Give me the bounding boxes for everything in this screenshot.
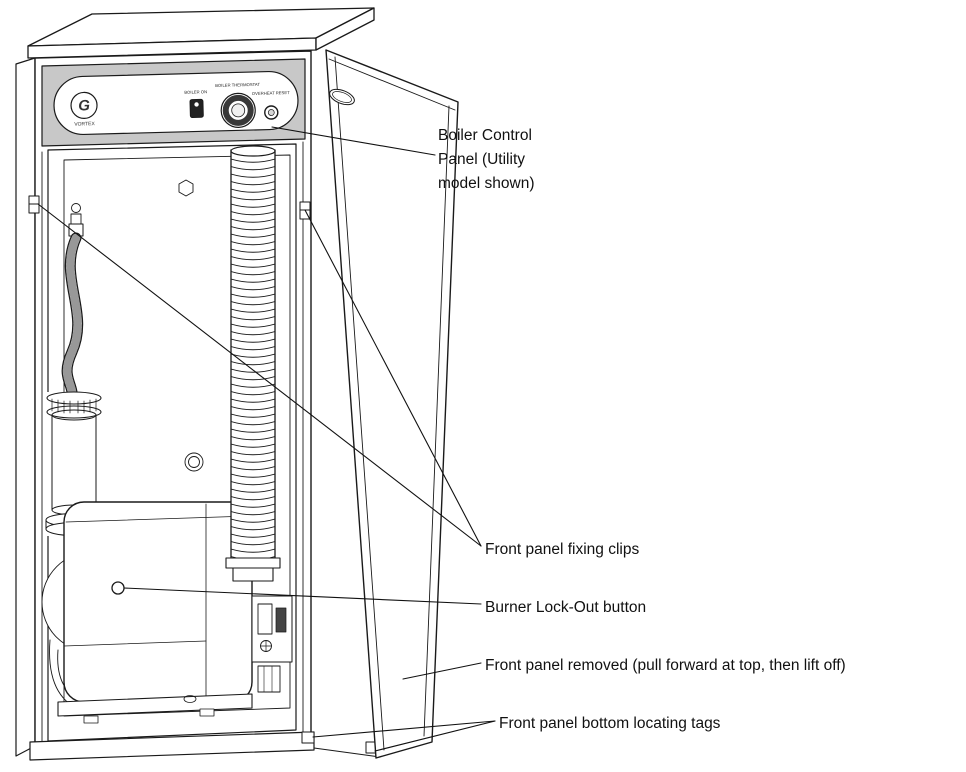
leader-line-front-panel: [402, 662, 482, 680]
leader-line-fixing-clip-left: [37, 203, 482, 547]
burner-base-plate: [57, 693, 253, 724]
locating-tag-left: [301, 731, 315, 744]
flue-pipe: [225, 145, 281, 582]
leader-line-tag-left: [312, 720, 496, 738]
reset-button-label: OVERHEAT RESET: [252, 90, 290, 96]
hex-bolt: [178, 179, 194, 197]
brand-letter: G: [78, 97, 90, 114]
label-front-panel-removed: Front panel removed (pull forward at top…: [485, 657, 846, 674]
control-panel-oval: G VORTEX BOILER ON BOILER THERMOSTAT OVE…: [53, 70, 299, 136]
flexible-hose: [61, 203, 84, 398]
burner-lockout-button: [111, 581, 125, 595]
interior-frame: [41, 141, 304, 743]
power-switch: [189, 98, 204, 119]
label-fixing-clips: Front panel fixing clips: [485, 541, 640, 558]
label-boiler-control-panel: Boiler Control Panel (Utility model show…: [438, 127, 535, 192]
cabinet-left-side: [15, 57, 36, 757]
burner-body: [57, 501, 293, 724]
dial-label: BOILER THERMOSTAT: [215, 82, 260, 88]
leader-lines: [37, 126, 496, 752]
overheat-reset-button: [264, 105, 279, 120]
leader-line-control-panel: [271, 126, 436, 156]
removed-front-panel: [325, 49, 459, 759]
leader-line-tag-right: [374, 720, 496, 752]
leader-line-lockout-button: [123, 587, 482, 605]
thermostat-dial: [220, 92, 256, 128]
control-panel-band: G VORTEX BOILER ON BOILER THERMOSTAT OVE…: [41, 58, 306, 147]
burner-control-box: [251, 595, 293, 693]
panel-badge: [329, 88, 355, 106]
label-lockout-button: Burner Lock-Out button: [485, 599, 647, 616]
base-plinth: [29, 731, 381, 761]
round-boss: [184, 452, 204, 472]
switch-label: BOILER ON: [184, 89, 207, 95]
label-locating-tags: Front panel bottom locating tags: [499, 715, 721, 732]
leader-line-fixing-clip-right: [304, 209, 482, 547]
cabinet-lid: [27, 7, 375, 59]
brand-name: VORTEX: [74, 121, 95, 128]
brand-logo: G VORTEX: [70, 91, 98, 128]
fixing-clip-left: [28, 195, 40, 214]
